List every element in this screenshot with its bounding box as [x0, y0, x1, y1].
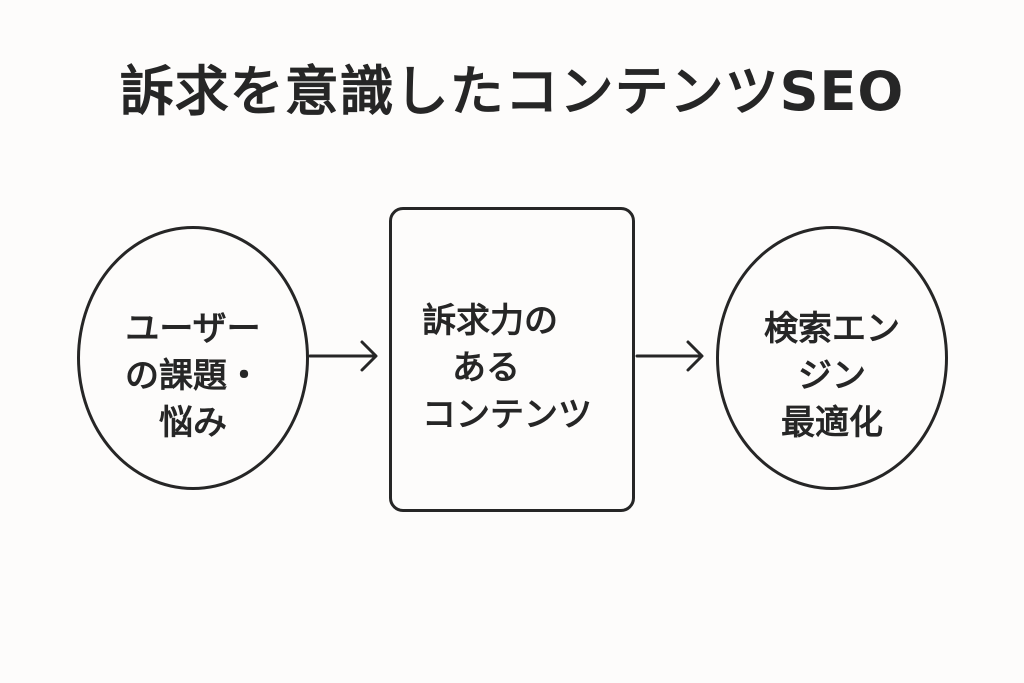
seo-line-1: 検索エン [764, 309, 900, 349]
arrow-left-to-center [308, 340, 378, 372]
arrow-center-to-right [635, 340, 704, 372]
seo-line-3: 最適化 [781, 403, 883, 443]
persuasive-content-line-2: ある [452, 348, 520, 388]
user-problem-line-1: ユーザー [125, 309, 261, 349]
persuasive-content-node [389, 207, 635, 512]
seo-node [716, 226, 948, 490]
page-title: 訴求を意識したコンテンツSEO [119, 60, 905, 123]
user-problem-label: ユーザー の課題・ 悩み [77, 306, 309, 447]
user-problem-line-2: の課題・ [125, 356, 261, 396]
user-problem-line-3: 悩み [159, 403, 227, 443]
user-problem-node [77, 226, 309, 490]
seo-label: 検索エン ジン 最適化 [716, 306, 948, 447]
persuasive-content-line-1: 訴求力の [422, 301, 558, 341]
persuasive-content-label: 訴求力の ある コンテンツ [422, 298, 622, 439]
seo-line-2: ジン [798, 356, 866, 396]
persuasive-content-line-3: コンテンツ [422, 395, 592, 435]
